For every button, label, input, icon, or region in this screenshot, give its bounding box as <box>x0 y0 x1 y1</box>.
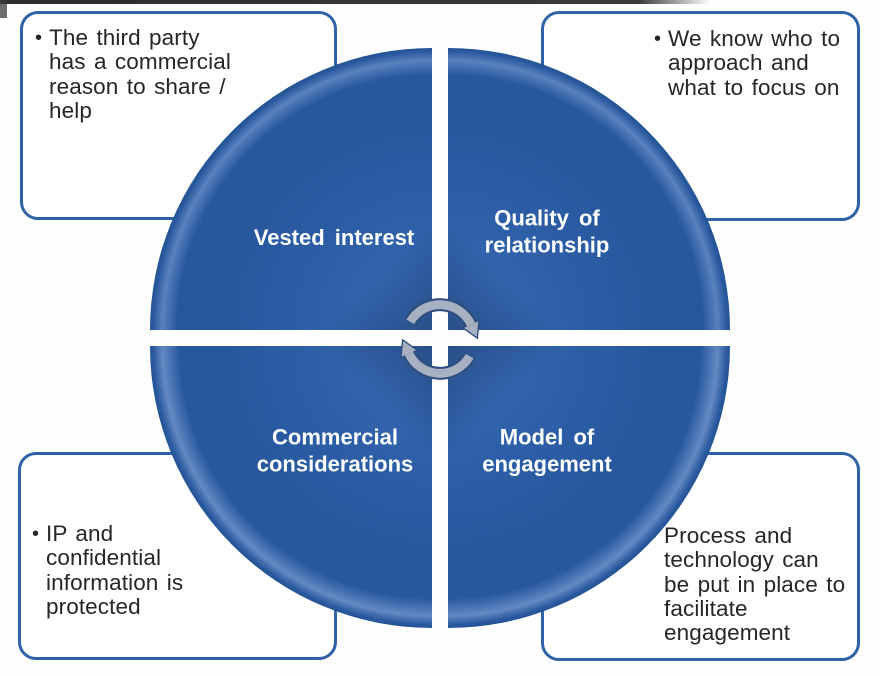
bullet-item: • The third party has a commercial reaso… <box>23 14 334 123</box>
quadrant-quality-of-relationship <box>448 48 730 330</box>
quadrant-label-commercial-considerations: Commercial considerations <box>256 424 414 477</box>
cycle-arrows-icon <box>400 298 480 380</box>
quadrant-label-model-of-engagement: Model of engagement <box>482 424 612 477</box>
bullet-item: • IP and confidential information is pro… <box>21 455 334 619</box>
bullet-icon: • <box>32 523 40 545</box>
bullet-item: • Process and technology can be put in p… <box>544 455 857 645</box>
callout-bottom-right-text: Process and technology can be put in pla… <box>664 523 846 646</box>
bullet-item: • We know who to approach and what to fo… <box>544 14 857 100</box>
corner-artifact <box>0 0 7 18</box>
callout-top-right-text: We know who to approach and what to focu… <box>668 26 841 100</box>
top-edge-artifact <box>0 0 710 4</box>
callout-bottom-left-text: IP and confidential information is prote… <box>46 521 184 619</box>
quadrant-label-quality-of-relationship: Quality of relationship <box>484 205 610 258</box>
bullet-icon: • <box>654 28 662 50</box>
quadrant-commercial-considerations <box>150 346 432 628</box>
bullet-icon: • <box>35 27 43 49</box>
callout-top-left-text: The third party has a commercial reason … <box>49 25 231 123</box>
quadrant-label-vested-interest: Vested interest <box>253 224 415 250</box>
